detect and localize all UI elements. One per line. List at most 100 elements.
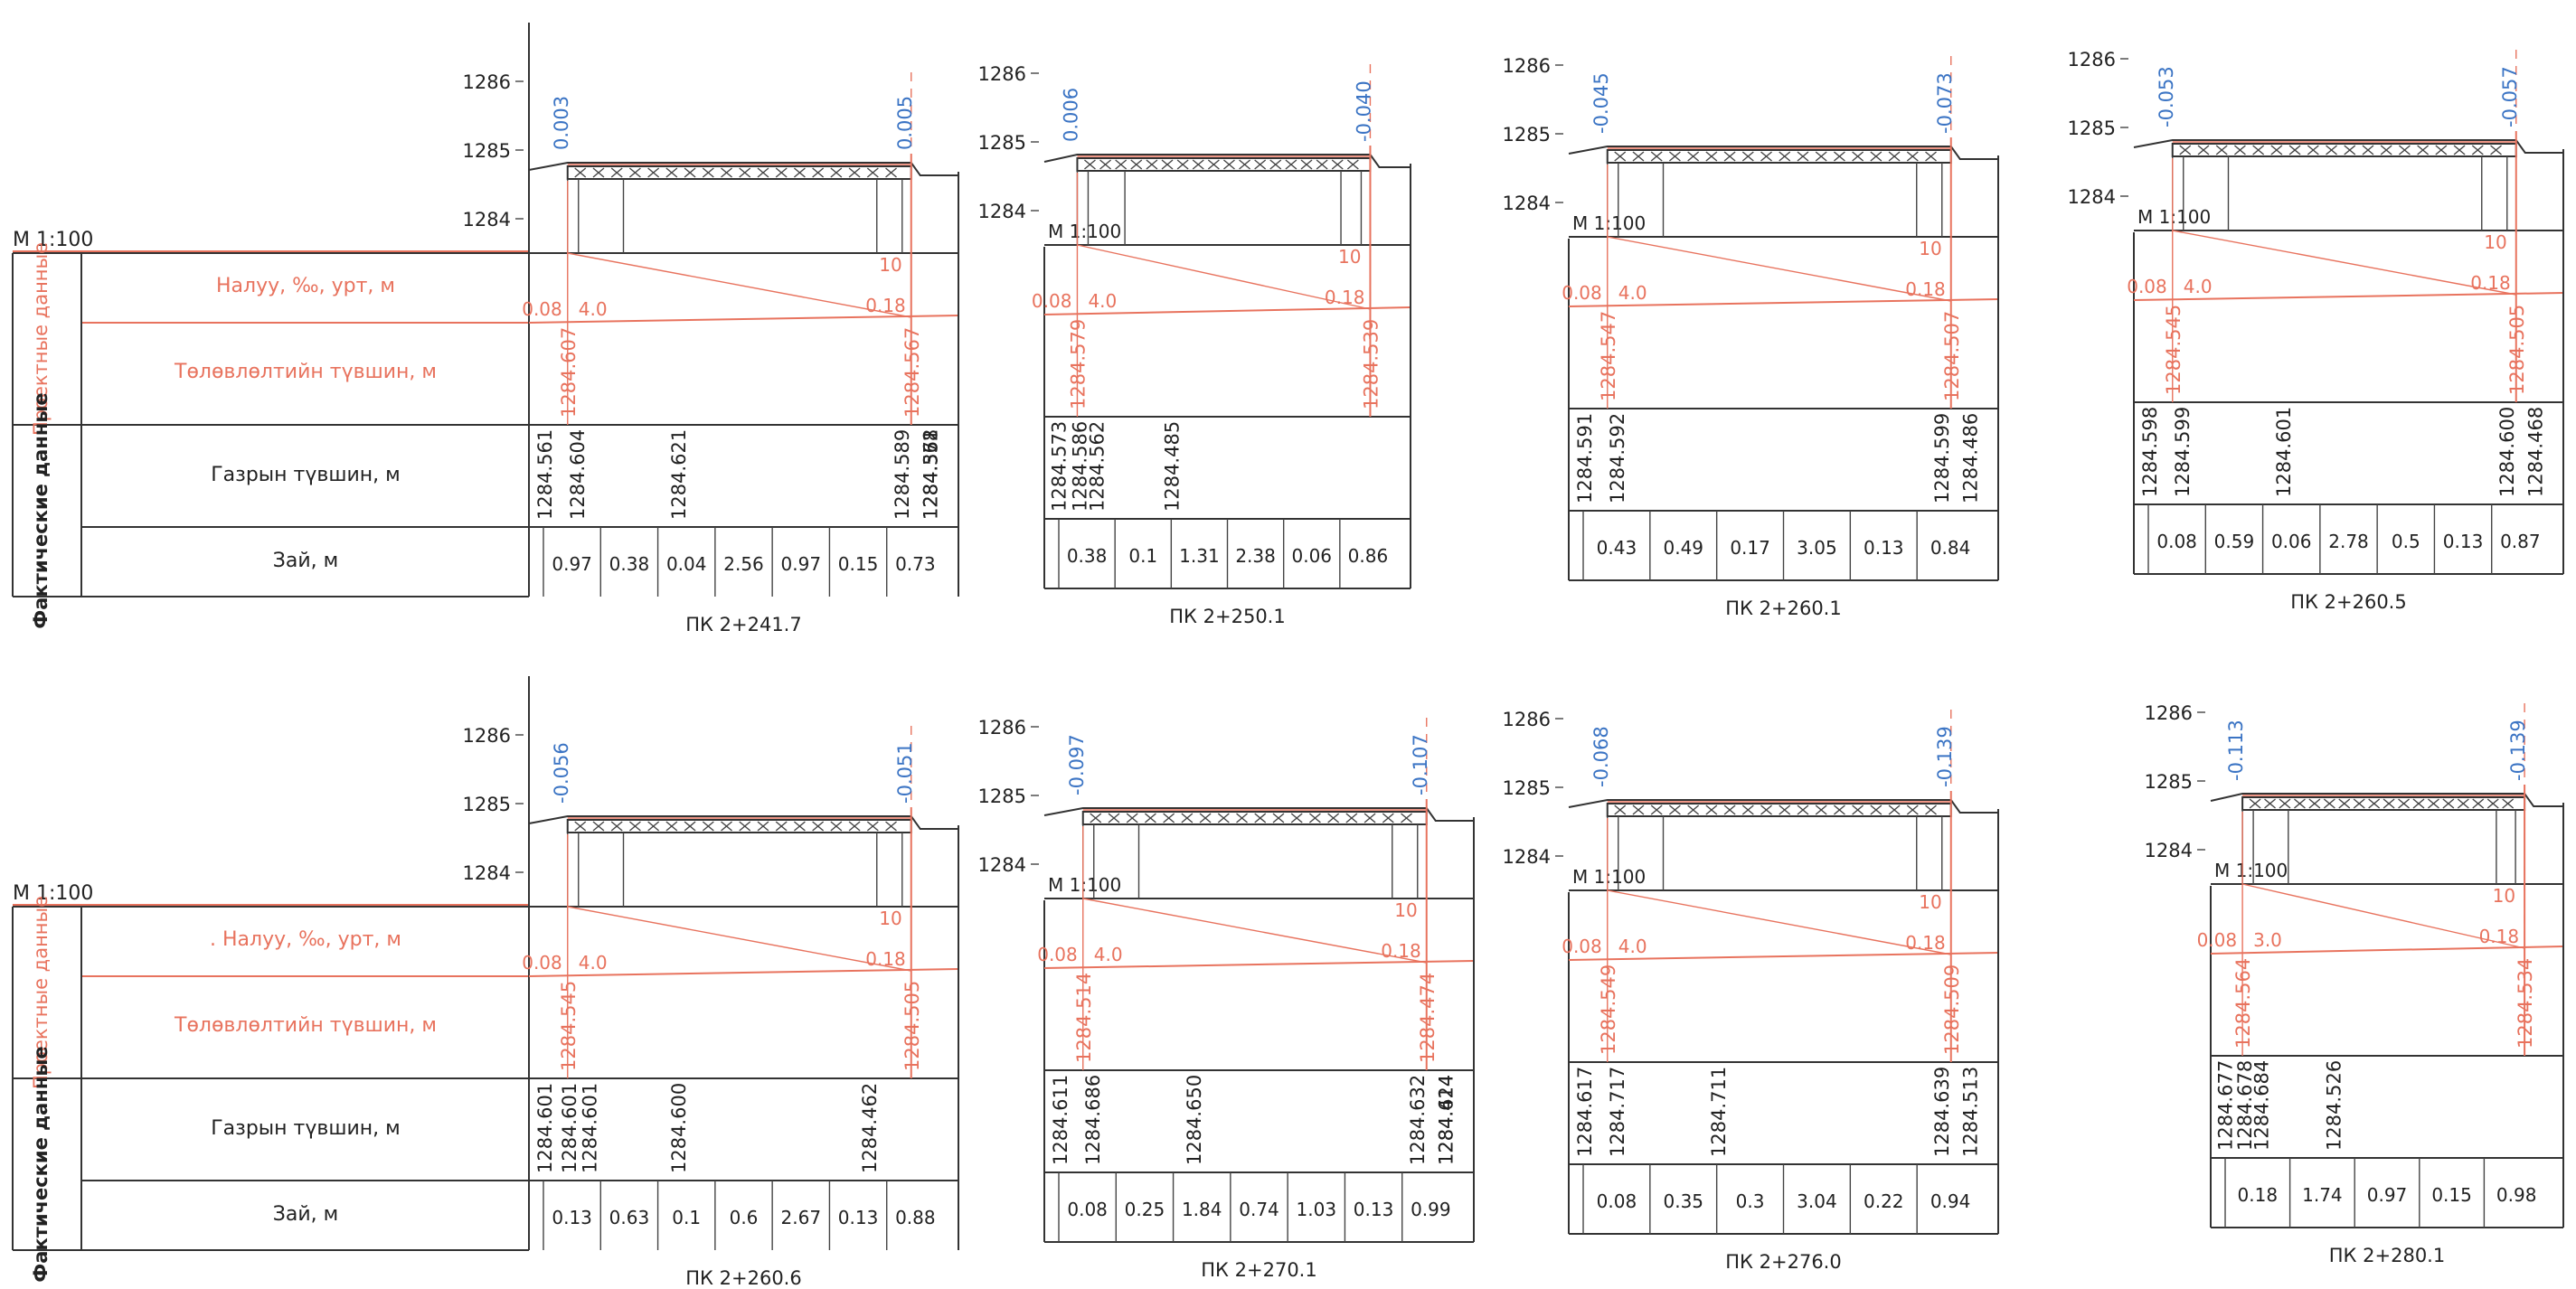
slope-left-value: 0.08 (522, 298, 562, 320)
scale-label: М 1:100 (1572, 866, 1646, 888)
group-actual-label: Фактические данные (30, 392, 52, 628)
elevation-tick-label: 1284 (2145, 840, 2193, 861)
ground-level-value: 1284.573 (1049, 421, 1071, 512)
distance-value: 0.13 (2443, 531, 2484, 552)
ground-level-value: 1284.632 (1407, 1075, 1429, 1165)
terrain-profile (1043, 807, 1475, 899)
elevation-tick-label: 1285 (978, 132, 1026, 154)
slope-10-value: 10 (879, 908, 901, 929)
distance-value: 0.87 (2500, 531, 2541, 552)
design-level-left: 1284.545 (558, 981, 580, 1071)
distance-value: 0.49 (1663, 537, 1703, 559)
section-title: ПК 2+260.5 (2290, 591, 2406, 613)
elevation-tick-label: 1286 (2068, 49, 2116, 71)
ground-level-value: 1284.599 (2172, 407, 2194, 497)
section-title: ПК 2+250.1 (1169, 606, 1285, 627)
distance-value: 0.18 (2238, 1184, 2279, 1206)
slope-length-value: 4.0 (579, 298, 608, 320)
ground-level-value: 1284.686 (1082, 1075, 1104, 1165)
ground-level-value: 1284.598 (2139, 407, 2161, 497)
distance-value: 0.38 (609, 553, 650, 575)
elevation-diff-right: 0.005 (894, 96, 916, 150)
slope-left-value: 0.08 (1562, 936, 1602, 957)
elevation-diff-right: -0.040 (1353, 80, 1374, 142)
scale-label: М 1:100 (1048, 874, 1121, 896)
ground-level-value: 1284.485 (1162, 421, 1184, 512)
ground-level-value: 1284.561 (534, 429, 556, 520)
distance-value: 0.6 (730, 1207, 759, 1228)
elevation-tick-label: 1284 (2068, 186, 2116, 208)
ground-level-value: 1284.678 (2234, 1060, 2256, 1151)
elevation-diff-left: 0.003 (551, 96, 572, 150)
elevation-tick-label: 1285 (2145, 771, 2193, 793)
design-level-left: 1284.579 (1067, 319, 1089, 409)
slope-line (2172, 230, 2516, 296)
slope-length-value: 4.0 (1618, 282, 1647, 304)
elevation-diff-right: -0.107 (1410, 734, 1431, 795)
distance-value: 0.94 (1930, 1190, 1971, 1212)
distance-value: 0.84 (1930, 537, 1971, 559)
slope-length-value: 4.0 (579, 952, 608, 974)
scale-label: М 1:100 (13, 882, 93, 905)
terrain-profile (1568, 799, 1999, 890)
distance-value: 0.08 (2156, 531, 2197, 552)
elevation-tick-label: 1284 (463, 209, 511, 231)
elevation-tick-label: 1285 (978, 786, 1026, 807)
group-actual-label: Фактические данные (30, 1046, 52, 1282)
slope-line (567, 252, 911, 318)
slope-left-value: 0.08 (1037, 944, 1078, 965)
distance-value: 0.3 (1736, 1190, 1765, 1212)
slope-left-value: 0.08 (1032, 290, 1072, 312)
distance-value: 2.78 (2328, 531, 2369, 552)
elevation-tick-label: 1286 (1503, 709, 1551, 730)
slope-length-value: 4.0 (1088, 290, 1117, 312)
section-title: ПК 2+260.6 (685, 1267, 801, 1289)
elevation-diff-left: -0.053 (2156, 66, 2177, 127)
elevation-tick-label: 1284 (1503, 846, 1551, 868)
elevation-diff-left: -0.113 (2225, 720, 2247, 781)
elevation-tick-label: 1284 (978, 201, 1026, 222)
scale-label: М 1:100 (2137, 206, 2211, 228)
distance-value: 1.84 (1182, 1199, 1222, 1220)
distance-value: 0.43 (1597, 537, 1637, 559)
slope-left-value: 0.08 (2197, 929, 2238, 951)
elevation-diff-right: -0.051 (894, 742, 916, 804)
elevation-tick-label: 1285 (2068, 118, 2116, 139)
terrain-profile (528, 162, 959, 253)
distance-value: 3.04 (1797, 1190, 1837, 1212)
elevation-tick-label: 1284 (463, 862, 511, 884)
elevation-diff-left: -0.045 (1590, 72, 1612, 134)
slope-10-value: 10 (2493, 885, 2515, 907)
group-design-label: Проектные данные (30, 896, 52, 1089)
distance-value: 0.5 (2392, 531, 2420, 552)
elevation-tick-label: 1286 (463, 71, 511, 93)
distance-value: 2.56 (723, 553, 764, 575)
design-level-left: 1284.564 (2232, 958, 2254, 1049)
ground-level-row-label: Газрын түвшин, м (211, 1117, 401, 1140)
slope-length-value: 3.0 (2253, 929, 2282, 951)
distance-value: 0.98 (2496, 1184, 2537, 1206)
distance-value: 0.04 (666, 553, 707, 575)
distance-value: 1.31 (1179, 545, 1220, 567)
slope-right-value: 0.18 (865, 948, 906, 970)
sections-layer: 1286 1285 1284 0.003 0.005 0.08 4.0 0.18 10 1284.… (463, 49, 2564, 1289)
section-title: ПК 2+241.7 (685, 614, 801, 635)
distance-value: 0.97 (781, 553, 822, 575)
ground-level-value: 1284.561 (920, 429, 942, 520)
ground-level-value: 1284.711 (1708, 1067, 1730, 1157)
distance-value: 0.38 (1067, 545, 1108, 567)
slope-right-value: 0.18 (865, 295, 906, 316)
distance-value: 2.67 (781, 1207, 822, 1228)
slope-10-value: 10 (879, 254, 901, 276)
elevation-diff-left: -0.097 (1066, 734, 1088, 795)
ground-level-value: 1284.604 (567, 429, 589, 520)
elevation-tick-label: 1285 (1503, 124, 1551, 146)
scale-label: М 1:100 (1572, 212, 1646, 234)
distance-value: 0.1 (672, 1207, 701, 1228)
slope-length-value: 4.0 (1618, 936, 1647, 957)
distance-value: 2.38 (1235, 545, 1276, 567)
slope-row-label: . Налуу, ‰, урт, м (210, 928, 401, 951)
